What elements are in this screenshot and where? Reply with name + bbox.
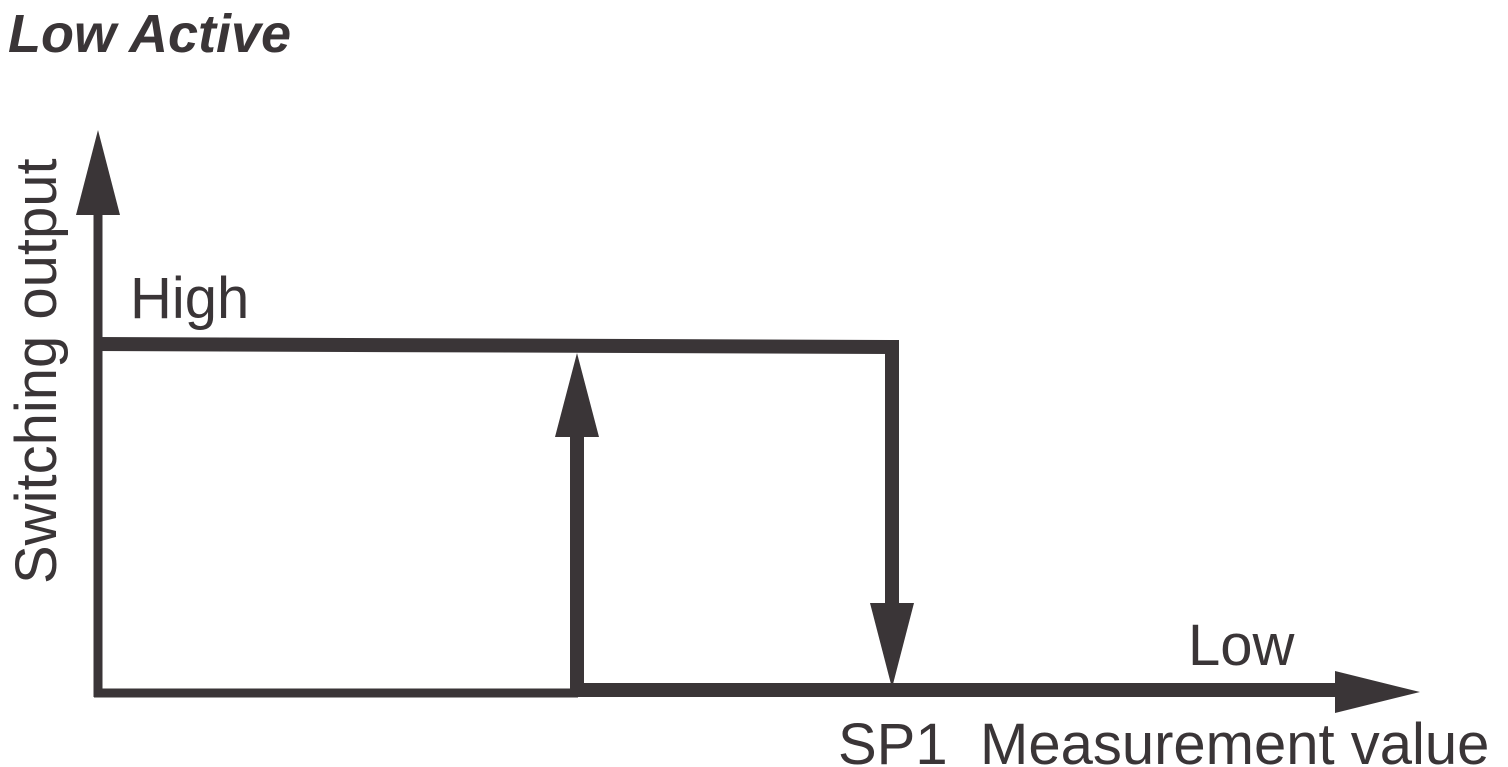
x-axis-label: Measurement value	[980, 712, 1489, 767]
x-axis-arrowhead	[1335, 671, 1420, 713]
y-axis-label: Switching output	[4, 158, 69, 584]
state-high-label: High	[130, 266, 249, 331]
setpoint-label: SP1	[838, 712, 948, 767]
y-axis-arrowhead	[76, 130, 120, 215]
diagram-title: Low Active	[8, 4, 291, 64]
falling-transition-arrowhead	[870, 603, 914, 688]
falling-transition	[870, 340, 914, 688]
state-low-label: Low	[1188, 613, 1296, 678]
high-state-line	[93, 337, 899, 354]
x-axis	[94, 671, 1420, 713]
rising-transition-arrowhead	[555, 353, 599, 437]
y-axis	[76, 130, 120, 697]
rising-transition	[555, 353, 599, 697]
